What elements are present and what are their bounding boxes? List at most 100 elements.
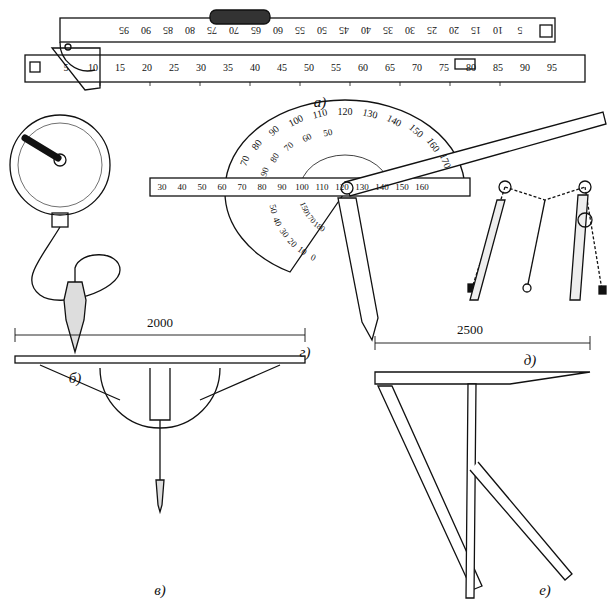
scale-number: 140 <box>385 113 403 129</box>
scale-number: 40 <box>271 216 283 228</box>
scale-number: 70 <box>238 183 247 192</box>
figure-letter: д) <box>524 353 537 368</box>
scale-number: 50 <box>198 183 207 192</box>
scale-number: 50 <box>304 63 314 73</box>
board <box>470 200 505 300</box>
scale-number: 70 <box>412 63 422 73</box>
scale-number: 90 <box>278 183 287 192</box>
scale-number: 30 <box>196 63 206 73</box>
scale-number: 30 <box>405 25 415 35</box>
bob <box>156 480 164 512</box>
scale-number: 20 <box>142 63 152 73</box>
scale-number: 30 <box>158 183 167 192</box>
scale-number: 80 <box>268 152 280 164</box>
level-arc <box>100 368 220 428</box>
ruler-top <box>60 18 555 42</box>
scale-number: 5 <box>64 63 69 73</box>
scale-number: 60 <box>301 132 313 144</box>
scale-number: 110 <box>311 108 328 121</box>
scale-number: 85 <box>493 63 503 73</box>
dimension-line <box>15 328 305 342</box>
scale-number: 160 <box>415 183 429 192</box>
cord <box>528 200 545 284</box>
reel-outlet <box>52 213 68 227</box>
square-brace <box>470 462 572 580</box>
scale-number: 90 <box>259 166 270 177</box>
square-board <box>375 372 590 384</box>
level-stem <box>150 368 170 420</box>
scale-number: 60 <box>218 183 227 192</box>
scale-number: 40 <box>178 183 187 192</box>
scale-number: 20 <box>449 25 459 35</box>
scale-number: 25 <box>169 63 179 73</box>
protractor-lower <box>225 190 345 272</box>
scale-number: 90 <box>141 25 151 35</box>
hinge-plate <box>52 48 100 90</box>
scale-number: 55 <box>295 25 305 35</box>
brace <box>40 365 280 400</box>
scale-number: 95 <box>119 25 129 35</box>
scale-number: 70 <box>229 25 239 35</box>
scale-number: 85 <box>163 25 173 35</box>
ruler-bottom <box>25 55 585 82</box>
figure-letter: в) <box>154 583 166 598</box>
scale-number: 160 <box>424 136 441 154</box>
scale-number: 75 <box>439 63 449 73</box>
scale-number: 50 <box>322 128 333 139</box>
board <box>570 195 588 300</box>
reel <box>10 115 110 215</box>
scale-number: 15 <box>471 25 481 35</box>
scale-number: 130 <box>362 108 379 121</box>
scale-number: 5 <box>518 25 523 35</box>
scale-number: 90 <box>520 63 530 73</box>
protractor-arc <box>225 100 465 190</box>
scale-number: 45 <box>277 63 287 73</box>
slider <box>210 10 270 24</box>
slot <box>30 62 40 72</box>
scale-number: 10 <box>493 25 503 35</box>
clamp <box>578 213 592 227</box>
scale-number: 100 <box>295 183 309 192</box>
scale-number: 55 <box>331 63 341 73</box>
scale-number: 40 <box>361 25 371 35</box>
cord <box>505 187 585 200</box>
dimension-value: 2000 <box>145 316 175 329</box>
plumb-line <box>159 420 160 480</box>
scale-number: 80 <box>250 138 264 152</box>
scale-number: 60 <box>358 63 368 73</box>
figure-letter: б) <box>69 371 82 386</box>
scale-number: 70 <box>238 154 251 167</box>
scale-number: 40 <box>250 63 260 73</box>
square-strut <box>466 384 476 598</box>
plumb-bob <box>64 282 86 352</box>
scale-number: 120 <box>335 183 349 192</box>
scale-number: 150 <box>395 183 409 192</box>
scale-number: 130 <box>355 183 369 192</box>
scale-number: 150 <box>407 122 425 139</box>
scale-number: 15 <box>115 63 125 73</box>
figure-letter: е) <box>539 583 551 598</box>
reel-handle <box>25 138 58 158</box>
scale-number: 50 <box>317 25 327 35</box>
bob <box>523 284 531 292</box>
level-board <box>15 356 305 363</box>
scale-number: 90 <box>267 124 281 138</box>
scale-number: 75 <box>207 25 217 35</box>
ruler-ticks <box>100 82 500 86</box>
hook <box>540 25 552 37</box>
scale-number: 80 <box>466 63 476 73</box>
scale-number: 45 <box>339 25 349 35</box>
pivot <box>65 44 71 50</box>
dimension-line <box>375 336 590 350</box>
pencil <box>338 198 378 340</box>
scale-number: 70 <box>282 141 295 154</box>
scale-number: 10 <box>296 245 309 258</box>
scale-number: 100 <box>287 113 305 129</box>
scale-number: 80 <box>258 183 267 192</box>
scale-number: 80 <box>185 25 195 35</box>
reel-axle <box>54 154 66 166</box>
scale-number: 95 <box>547 63 557 73</box>
scale-number: 150 <box>298 201 310 215</box>
straightedge <box>150 178 470 196</box>
